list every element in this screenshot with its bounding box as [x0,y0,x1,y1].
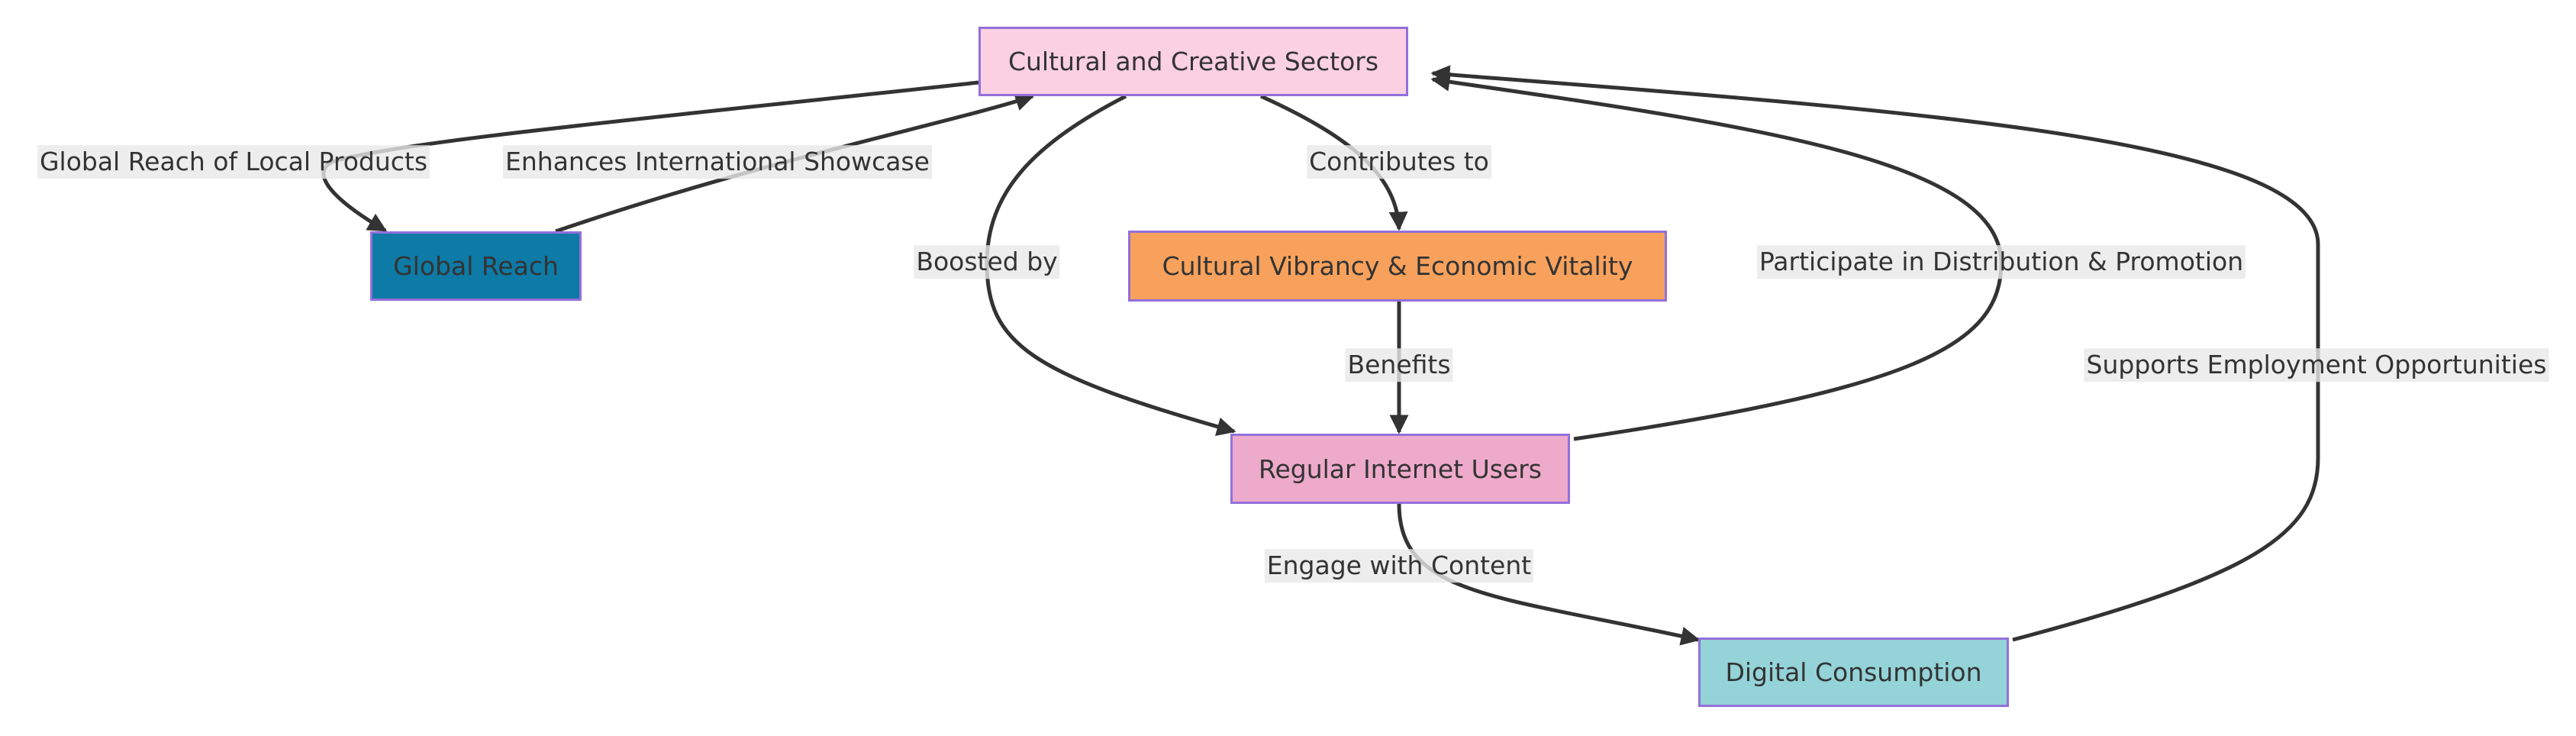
edge-label-participate-distribution-promotion: Participate in Distribution & Promotion [1756,245,2246,279]
edge-label-boosted-by: Boosted by [914,245,1060,279]
node-cultural-vibrancy-economic-vitality[interactable]: Cultural Vibrancy & Economic Vitality [1128,231,1667,302]
edge-label-global-reach-of-local-products: Global Reach of Local Products [37,145,430,179]
edge-engage-with-content [1397,503,1701,646]
edge-label-enhances-international-showcase: Enhances International Showcase [503,145,932,179]
edge-supports-employment-opportunities [1430,65,2320,642]
edge-label-engage-with-content: Engage with Content [1264,549,1534,583]
node-digital-consumption[interactable]: Digital Consumption [1698,638,2009,707]
edge-label-contributes-to: Contributes to [1307,145,1491,179]
edge-label-supports-employment-opportunities: Supports Employment Opportunities [2084,348,2549,382]
node-cultural-and-creative-sectors[interactable]: Cultural and Creative Sectors [978,27,1408,96]
edge-label-benefits: Benefits [1345,348,1453,382]
node-global-reach[interactable]: Global Reach [370,231,582,301]
node-regular-internet-users[interactable]: Regular Internet Users [1230,434,1570,504]
